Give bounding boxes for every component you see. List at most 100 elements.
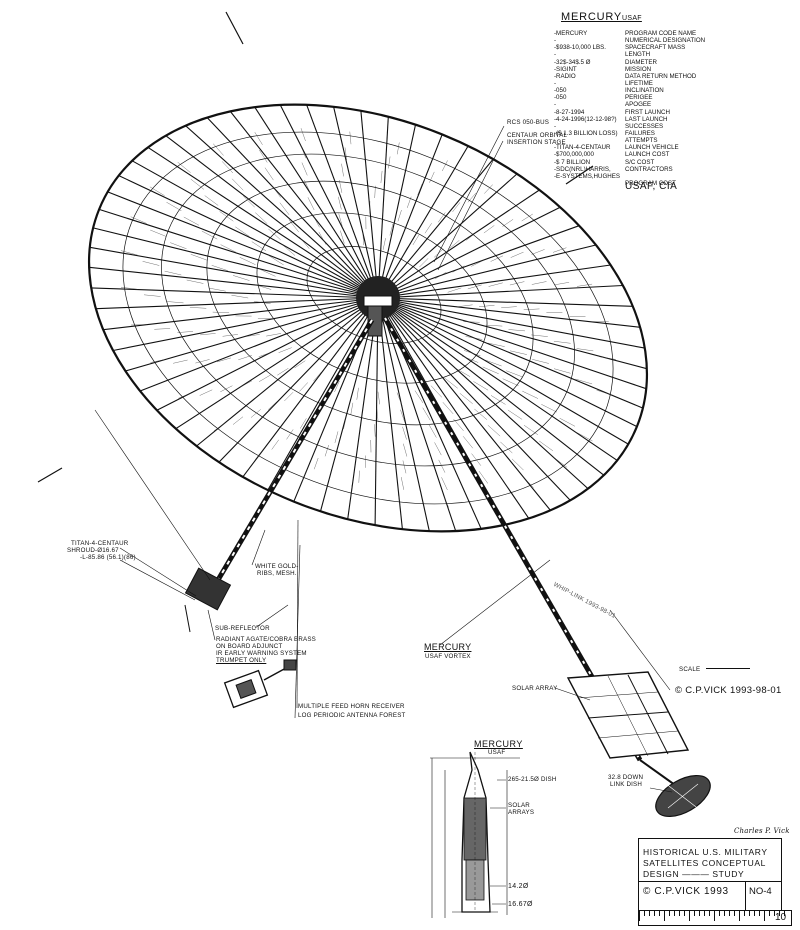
spec-value: -MERCURY [554,30,588,37]
dish-mesh-stroke [401,477,404,490]
scale-tick [674,911,675,916]
dish-mesh-stroke [178,392,192,399]
spec-label: ATTEMPTS [625,137,658,145]
dish-mesh-stroke [307,197,315,211]
dish-mesh-stroke [596,390,614,396]
dish-mesh-stroke [268,228,281,240]
dish-mesh-stroke [259,269,276,277]
dish-mesh-stroke [254,132,263,145]
dish-mesh-stroke [235,226,250,237]
spec-label: APOGEE [625,101,652,109]
dish-rib [103,297,379,331]
dish-rib [377,297,551,511]
dish-rib [229,111,379,299]
spec-value: - [554,79,557,87]
scale-tick [679,911,680,916]
dish-rib [98,208,379,299]
dish-mesh-stroke [200,333,216,336]
dish-mesh-stroke [575,378,593,385]
dish-mesh-stroke [380,170,383,184]
title-divider [639,881,781,882]
dish-mesh-stroke [266,333,282,337]
dish-mesh-stroke [452,265,465,273]
spec-label: LAST LAUNCH [625,115,668,123]
dish-mesh-stroke [523,308,540,310]
inset-title: MERCURY [474,739,523,749]
scale-tick [704,911,705,916]
dish-mesh-stroke [164,270,182,276]
dish-mesh-stroke [150,229,167,237]
dish-mesh-stroke [282,244,296,256]
spec-value: -E-SYSTEMS,HUGHES [554,172,621,180]
dish-rib [377,297,645,349]
dish-mesh-stroke [388,156,391,169]
scale-tick [749,911,750,916]
title-line-4: © C.P.VICK 1993 [643,886,729,897]
dish-mesh-stroke [259,374,271,382]
dish-mesh-stroke [339,180,343,193]
radiant-label-2: ON BOARD ADJUNCT [216,643,283,650]
dish-mesh-stroke [269,255,284,266]
dish-rib [92,227,379,299]
dish-mesh-stroke [356,387,359,400]
dish-rib [279,104,379,299]
dish-mesh-stroke [463,321,480,323]
dish-rib [89,266,379,299]
dish-mesh-stroke [539,440,554,451]
spec-label: FAILURES [625,129,655,137]
scale-tick [734,911,735,916]
dish-mesh-stroke [522,390,539,399]
dish-mesh-stroke [403,443,408,457]
dish-rib [156,297,379,411]
dish-rib [139,297,379,392]
scale-tick [739,911,740,921]
program-title: MERCURYUSAF [561,12,642,23]
dish-mesh-stroke [471,260,484,267]
dish-mesh-stroke [442,160,448,172]
dish-mesh-stroke [417,183,423,196]
dish-rib [95,297,379,310]
dish-mesh-stroke [324,444,329,457]
dish-mesh-stroke [523,425,538,435]
dish-rib [165,135,379,299]
inset-dim-b: 16.67Ø [508,901,533,908]
dish-rib [377,297,618,461]
scale-tick [689,911,690,921]
dish-rib [377,225,580,299]
dish-rib [131,160,379,299]
scale-label: SCALE [679,666,701,673]
dish-mesh-stroke [376,407,379,421]
dish-mesh-stroke [267,401,278,410]
shroud-label-2: SHROUD-Ø16.67 [67,547,119,554]
dish-mesh-stroke [222,334,238,337]
spec-label: PERIGEE [625,94,653,102]
scale-tick [714,911,715,921]
dish-rib [377,297,571,501]
dish-mesh-stroke [553,457,568,468]
dish-mesh-stroke [447,287,462,293]
dish-mesh-stroke [338,196,342,210]
dish-mesh-stroke [389,223,394,236]
dish-mesh-stroke [264,167,274,181]
dish-rib [254,106,379,299]
dish-mesh-stroke [374,424,376,437]
dish-mesh-stroke [299,382,308,392]
dish-mesh-stroke [434,272,447,280]
spec-label: LAUNCH VEHICLE [625,144,679,152]
scale-tick [764,911,765,921]
dish-mesh-stroke [349,131,352,145]
dish-mesh-stroke [240,380,252,388]
scale-marks [706,660,750,669]
dish-rib [185,125,379,299]
spec-value: -8-27-1994 [554,108,585,116]
dish-mesh-stroke [221,161,234,174]
dish-mesh-stroke [232,416,244,425]
dish-mesh-stroke [577,432,593,442]
dish-mesh-stroke [502,378,519,386]
inset-subtitle: USAF [488,749,506,756]
dish-mesh-stroke [483,225,495,234]
dish-mesh-stroke [442,402,454,415]
dish-rib [377,297,605,476]
spec-label: PROGRAM COST [625,179,676,187]
dish-rib [333,106,379,299]
